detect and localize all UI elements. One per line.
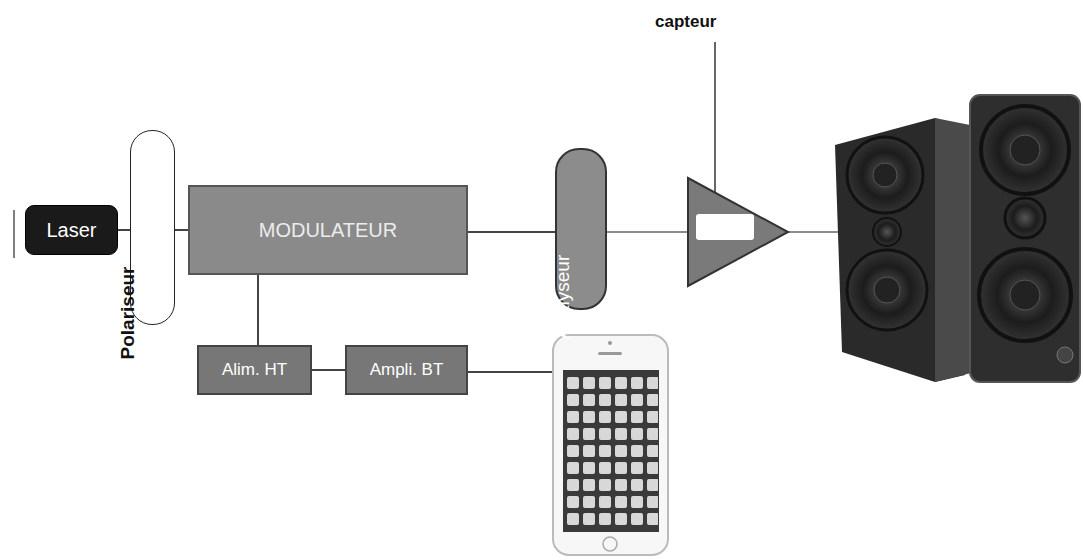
polarizer-box: Polariseur: [130, 130, 175, 325]
power-supply-box: Alim. HT: [197, 345, 312, 395]
sensor-window: [696, 214, 754, 240]
connector-line: [175, 230, 188, 231]
analyzer-box: Analyseur: [555, 148, 607, 310]
part-label: capteur: [655, 12, 716, 32]
connector-line: [118, 230, 130, 231]
sensor-triangle: [688, 178, 788, 286]
connector-line: [468, 232, 555, 233]
speaker-illustration: [970, 95, 1080, 382]
speaker-illustration: [835, 118, 975, 382]
connector-line: [258, 275, 259, 345]
phone-illustration: [553, 335, 668, 555]
connector-line: [312, 370, 345, 371]
edge-mark: [13, 210, 15, 258]
signal-wire: [607, 231, 690, 233]
node-label: Alim. HT: [222, 360, 287, 380]
light-source-box: Laser: [25, 205, 118, 255]
node-label: Laser: [46, 219, 96, 242]
audio-wire: [468, 371, 555, 373]
node-label: MODULATEUR: [259, 219, 398, 242]
node-label: Ampli. BT: [370, 360, 444, 380]
node-label: Analyseur: [552, 255, 574, 340]
amplifier-box: Ampli. BT: [345, 345, 468, 395]
leader-line: [714, 42, 716, 206]
modulator-box: MODULATEUR: [188, 185, 468, 275]
node-label: Polariseur: [117, 267, 139, 360]
